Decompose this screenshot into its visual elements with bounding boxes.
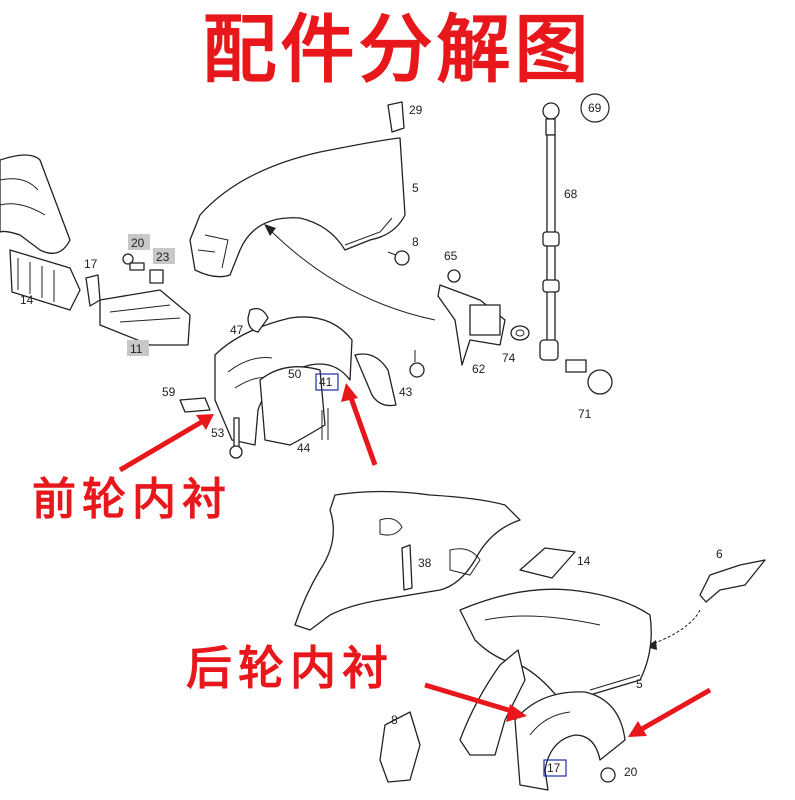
front-bumper: [0, 154, 81, 311]
pin-43: [409, 350, 425, 378]
label-71: 71: [578, 407, 592, 421]
label-69: 69: [588, 101, 602, 115]
hood-prop-rod: [539, 102, 560, 361]
label-6: 6: [716, 547, 723, 561]
label-43: 43: [399, 385, 413, 399]
assembly-arrow-front: [267, 227, 436, 321]
label-38: 38: [418, 556, 432, 570]
bushing-74: [510, 325, 530, 341]
clip-29: [387, 101, 405, 133]
tag-41-box: [315, 373, 339, 391]
front-wheel-liner: [214, 307, 353, 446]
grommet-71: [565, 359, 613, 395]
label-20-front: 20: [131, 236, 145, 250]
label-23: 23: [156, 250, 170, 264]
bracket-6: [699, 559, 766, 603]
rear-panel-14: [519, 547, 576, 579]
red-arrow-front-right: [341, 383, 378, 466]
tag-23-bg: [153, 248, 175, 264]
label-41: 41: [319, 375, 333, 389]
label-44: 44: [297, 441, 311, 455]
callout-ring-69: [580, 93, 610, 123]
label-62: 62: [472, 362, 486, 376]
label-17-rear: 17: [547, 761, 561, 775]
screw-53: [229, 417, 243, 459]
strip-44: [321, 408, 329, 440]
clip-59: [179, 397, 211, 413]
label-50: 50: [288, 367, 302, 381]
label-74: 74: [502, 351, 516, 365]
label-5-front: 5: [412, 181, 419, 195]
front-fender: [189, 137, 406, 278]
label-11: 11: [130, 342, 143, 356]
mud-flap-43: [354, 353, 397, 407]
bracket-62: [437, 269, 506, 366]
callout-rear-liner: 后轮内衬: [186, 641, 394, 695]
label-14-front: 14: [20, 293, 34, 307]
assembly-arrow-rear: [649, 609, 701, 646]
rear-quarter-panel: [294, 490, 521, 631]
label-29: 29: [409, 103, 423, 117]
label-53: 53: [211, 426, 225, 440]
label-14-rear: 14: [577, 554, 591, 568]
screw-8-front: [387, 250, 410, 266]
label-68: 68: [564, 187, 578, 201]
label-17-front: 17: [84, 257, 98, 271]
page-title: 配件分解图: [202, 7, 593, 93]
red-arrow-rear-right: [628, 687, 712, 737]
label-47: 47: [230, 323, 244, 337]
callout-front-liner: 前轮内衬: [32, 474, 232, 525]
red-arrow-rear-left: [424, 682, 527, 722]
rear-wheel-liner: [514, 691, 626, 791]
label-20-rear: 20: [624, 765, 638, 779]
assembly-arrow-front-head: [264, 224, 276, 236]
label-65: 65: [444, 249, 458, 263]
label-8-front: 8: [412, 235, 419, 249]
tag-20-bg: [128, 234, 150, 250]
fasteners-front: [85, 253, 191, 346]
tag-11-bg: [127, 340, 149, 356]
nut-20-rear: [600, 767, 616, 783]
tag-17-box: [543, 759, 567, 777]
rear-inner-panel-8: [379, 649, 526, 783]
label-5-rear: 5: [636, 677, 643, 691]
red-arrow-front-left: [118, 414, 214, 473]
label-8-rear: 8: [391, 713, 398, 727]
label-59: 59: [162, 385, 176, 399]
